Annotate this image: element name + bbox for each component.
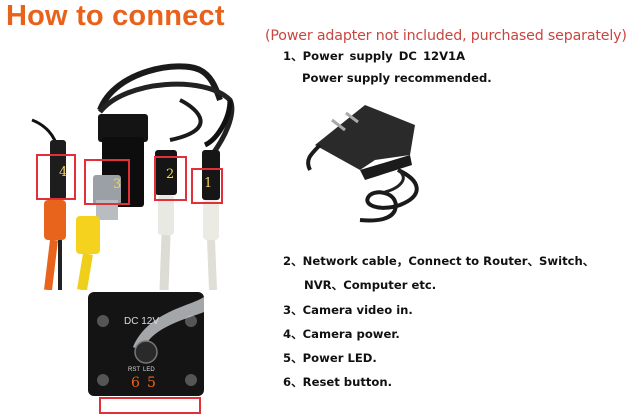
step-camera-power: 4、Camera power. — [283, 327, 400, 341]
step-video-in: 3、Camera video in. — [283, 303, 413, 317]
page-title: How to connect — [6, 0, 225, 32]
power-adapter-photo — [306, 105, 419, 223]
step-power-supply: 1、Power supply DC 12V1A — [283, 49, 466, 63]
camera-dc-label: DC 12V — [124, 316, 160, 327]
highlight-box-reset — [99, 397, 201, 414]
cable-label-4: 4 — [59, 165, 68, 180]
screw-top-right — [185, 315, 197, 327]
step-network-cable: 2、Network cable，Connect to Router、Switch… — [283, 254, 595, 268]
adapter-note: (Power adapter not included, purchased s… — [265, 28, 627, 44]
screw-top-left — [97, 315, 109, 327]
camera-led-label: LED — [143, 367, 155, 373]
cable-photo — [31, 63, 235, 290]
step-network-cable-detail: NVR、Computer etc. — [304, 278, 437, 292]
screw-bottom-right — [185, 374, 197, 386]
camera-label-6: 6 — [131, 375, 140, 391]
step-power-supply-detail: Power supply recommended. — [302, 71, 492, 85]
camera-rear-photo — [88, 292, 204, 396]
cable-label-1: 1 — [204, 176, 213, 191]
step-reset-button: 6、Reset button. — [283, 375, 393, 389]
screw-bottom-left — [97, 374, 109, 386]
camera-rst-label: RST — [128, 367, 140, 373]
cable-label-3: 3 — [113, 177, 122, 192]
cable-label-2: 2 — [166, 167, 175, 182]
step-power-led: 5、Power LED. — [283, 351, 377, 365]
camera-label-5: 5 — [147, 375, 156, 391]
